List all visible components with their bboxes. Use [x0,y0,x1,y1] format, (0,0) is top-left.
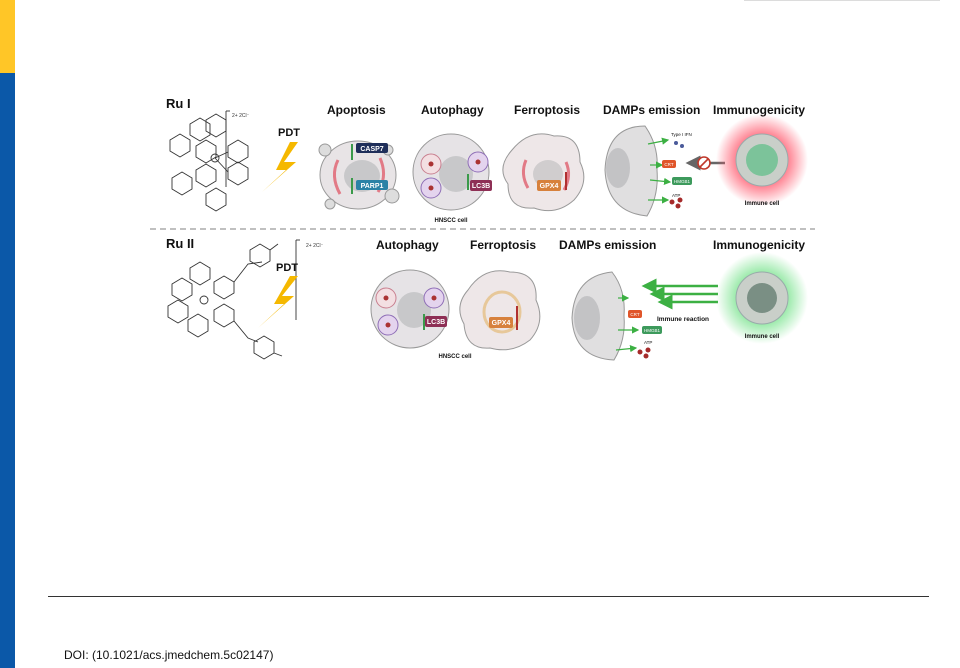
footer-rule [48,596,929,597]
top-divider [744,0,940,1]
ru1-header-damps: DAMPs emission [603,103,700,117]
ru2-structure [167,239,300,360]
crt-label-row1: CRT [664,162,673,167]
gpx4-label-row2: GPX4 [492,320,511,327]
doi-citation: DOI: (10.1021/acs.jmedchem.5c02147) [64,648,274,662]
ru1-structure [169,110,249,212]
ru1-pdt-label: PDT [278,127,300,139]
hmgb1-label-row1: HMGB1 [674,179,691,184]
damps-cell-icon-row1 [604,125,684,217]
damps-cell-icon-row2 [571,271,651,361]
autophagy-cell-icon-row2 [370,269,450,349]
blue-accent-bar [0,73,15,668]
immune-cell-icon-row1 [716,114,808,206]
crt-badge-row1 [662,160,676,168]
ru1-header-immunogenicity: Immunogenicity [713,103,805,117]
gpx4-badge-row2 [489,317,513,328]
cell-label-row1: HNSCC cell [434,218,467,224]
ru2-header-autophagy: Autophagy [376,238,439,252]
immune-cell-icon-row2 [716,252,808,344]
lc3b-label-row1: LC3B [472,183,490,190]
ru2-lightning-icon [258,276,298,328]
ru1-header-autophagy: Autophagy [421,103,484,117]
ferroptotic-cell-icon-row2 [459,270,541,351]
parp1-badge [356,180,388,190]
lc3b-badge-row1 [470,180,492,191]
ru1-label: Ru I [166,96,191,111]
immune-cell-label-row1: Immune cell [745,201,780,207]
apoptotic-cell-icon [318,140,400,210]
ru1-lightning-icon [262,142,298,192]
immune-cell-label-row2: Immune cell [745,334,780,340]
ifn-label: Type I IFN [671,132,692,137]
ru2-header-ferroptosis: Ferroptosis [470,238,536,252]
hmgb1-badge-row1 [672,177,692,185]
ru2-header-immunogenicity: Immunogenicity [713,238,805,252]
crt-badge-row2 [628,310,642,318]
immune-reaction-label: Immune reaction [657,316,709,323]
hmgb1-label-row2: HMGB1 [644,328,661,333]
atp-label-row2: ATP [644,340,652,345]
crt-label-row2: CRT [630,312,639,317]
ferroptotic-cell-icon [502,133,585,212]
casp7-badge [356,143,388,153]
ru1-header-ferroptosis: Ferroptosis [514,103,580,117]
inhibit-icon [697,156,711,170]
cell-label-row2: HNSCC cell [438,354,471,360]
immune-reaction-arrows [641,278,718,310]
atp-label-row1: ATP [672,193,680,198]
autophagy-cell-icon [412,133,490,211]
ru2-label: Ru II [166,236,194,251]
ru2-pdt-label: PDT [276,262,298,274]
hmgb1-badge-row2 [642,326,662,334]
ru2-charge: 2+ 2Cl⁻ [306,243,324,249]
ru1-header-apoptosis: Apoptosis [327,103,386,117]
ru2-header-damps: DAMPs emission [559,238,656,252]
gpx4-label-row1: GPX4 [540,183,559,190]
parp1-label: PARP1 [361,183,384,190]
lc3b-badge-row2 [425,316,447,327]
ru1-charge: 2+ 2Cl⁻ [232,113,250,119]
lc3b-label-row2: LC3B [427,319,445,326]
casp7-label: CASP7 [360,146,383,153]
gpx4-badge-row1 [537,180,561,191]
yellow-accent-bar [0,0,15,73]
